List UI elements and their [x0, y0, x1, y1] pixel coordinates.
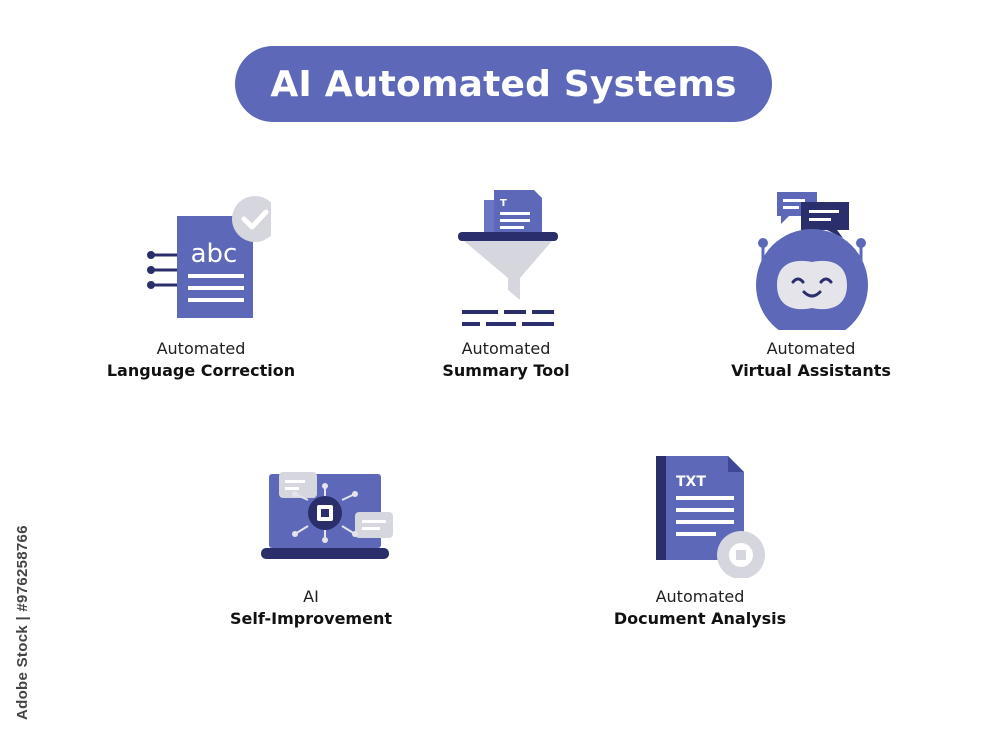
- card-caption-line1: Automated: [655, 587, 745, 606]
- card-summary-tool: T Automated Summary Tool: [366, 190, 646, 382]
- svg-text:T: T: [500, 198, 507, 209]
- card-caption-line2: Language Correction: [106, 361, 296, 380]
- card-virtual-assistants: Automated Virtual Assistants: [671, 190, 951, 382]
- page-title: AI Automated Systems: [270, 63, 737, 105]
- card-caption-line1: Automated: [461, 339, 551, 358]
- card-document-analysis: TXT Automated Document Analysis: [560, 438, 840, 630]
- card-caption-line1: Automated: [156, 339, 246, 358]
- abc-document-check-icon: abc: [147, 196, 271, 318]
- card-caption-line2: Document Analysis: [613, 609, 787, 628]
- title-banner: AI Automated Systems: [235, 46, 772, 122]
- txt-document-brain-icon: TXT: [656, 456, 765, 578]
- svg-text:TXT: TXT: [676, 474, 706, 490]
- robot-chat-icon: [756, 192, 868, 330]
- card-caption-line1: AI: [303, 587, 319, 606]
- card-caption-line2: Summary Tool: [442, 361, 570, 380]
- card-caption-line1: Automated: [766, 339, 856, 358]
- document-funnel-icon: T: [458, 190, 558, 326]
- card-language-correction: abc Automated Language Correction: [61, 190, 341, 382]
- card-caption-line2: Virtual Assistants: [731, 361, 891, 380]
- card-self-improvement: AI Self-Improvement: [171, 438, 451, 630]
- svg-text:abc: abc: [191, 239, 238, 269]
- laptop-brain-chip-icon: [261, 472, 393, 559]
- card-caption-line2: Self-Improvement: [230, 609, 392, 628]
- stock-watermark: Adobe Stock | #976258766: [14, 525, 31, 720]
